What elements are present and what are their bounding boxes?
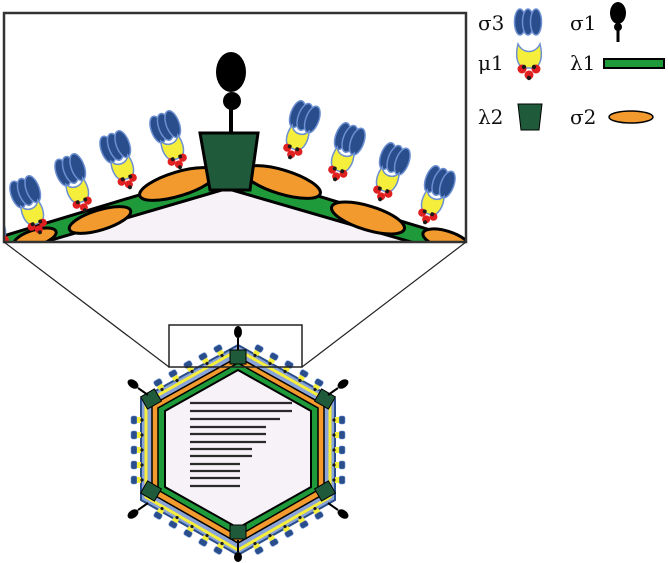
legend: σ3 σ1 μ1 λ1 λ2 σ2 [478,2,665,131]
zoom-selection-box [168,324,303,368]
lambda2-turrets [139,349,337,540]
legend-label-sigma1: σ1 [570,11,596,35]
sigma1-icon [610,2,626,42]
lambda2-turret [198,131,260,192]
zoom-panel [2,11,468,244]
sigma2-icon [608,110,654,124]
sigma1-spike [216,52,246,133]
sigma1-spikes [127,326,349,562]
legend-label-lambda2: λ2 [478,105,503,129]
virion [127,324,349,562]
lambda1-icon [603,58,665,69]
genome-segments [190,401,292,488]
legend-label-mu1: μ1 [478,51,504,75]
legend-label-sigma3: σ3 [478,11,504,35]
legend-label-lambda1: λ1 [570,51,595,75]
sigma3-icon [513,8,543,36]
mu1-icon [515,41,543,81]
zoom-frame [2,11,468,244]
zoom-connectors [3,241,467,368]
lambda2-icon [517,103,543,131]
legend-label-sigma2: σ2 [570,105,596,129]
core-interior [4,178,466,242]
